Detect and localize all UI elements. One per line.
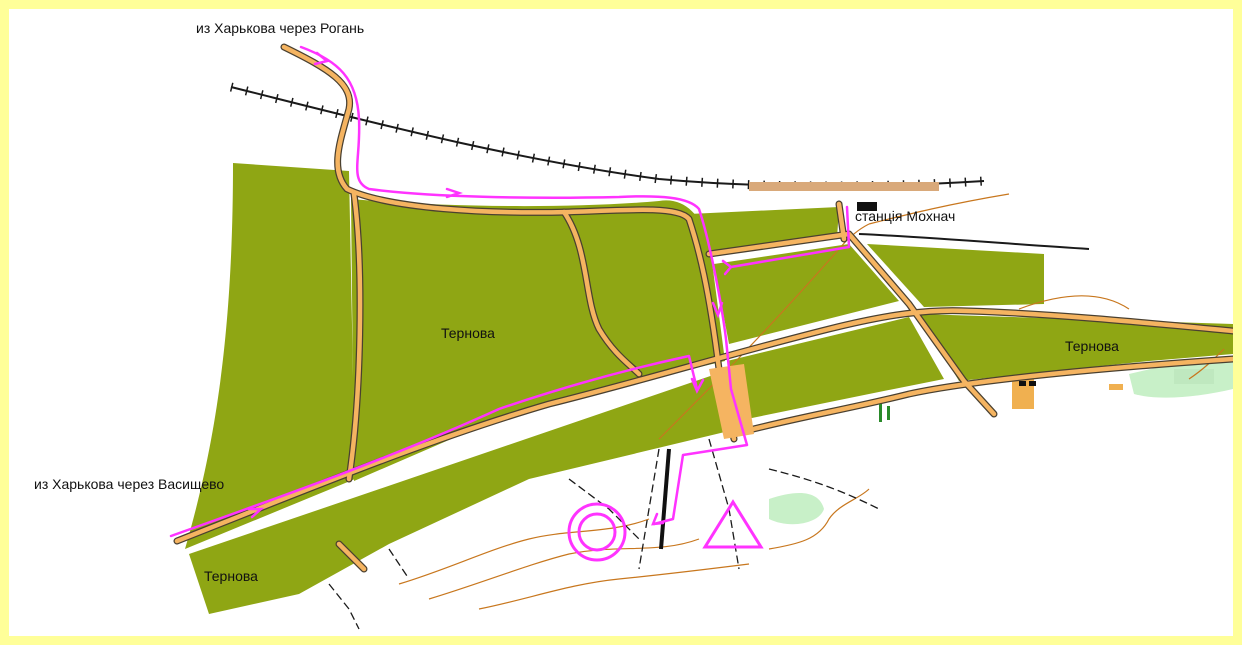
railway-spur <box>659 448 671 550</box>
orange-patch <box>1109 384 1123 390</box>
tracks <box>328 438 880 630</box>
station-building <box>857 202 877 211</box>
label-route-from-vasyshchevo: из Харькова через Васищево <box>34 476 224 492</box>
railway-east <box>858 233 1090 250</box>
forest-east <box>867 244 1044 307</box>
label-area-ternova-right: Тернова <box>1065 338 1119 354</box>
label-area-ternova-center: Тернова <box>441 325 495 341</box>
village-area <box>709 364 754 439</box>
route-from-vasyshchevo-line <box>169 354 699 538</box>
forest-ternova-center <box>351 199 725 481</box>
forest-west <box>185 163 355 549</box>
forest-northeast-2 <box>714 244 899 344</box>
finish-inner-circle-symbol <box>577 512 617 552</box>
map-labels: из Харькова через Рогань станція Мохнач … <box>34 20 1119 584</box>
route-station-return <box>729 205 851 269</box>
forest-northeast <box>689 207 839 257</box>
station-platform <box>749 182 939 191</box>
forest-ternova-right <box>919 314 1233 381</box>
orienteering-map: из Харькова через Рогань станція Мохнач … <box>9 9 1233 636</box>
yellow-field <box>1012 379 1034 409</box>
roads <box>173 43 1233 573</box>
label-station: станція Мохнач <box>855 208 955 224</box>
start-triangle-symbol <box>702 499 764 549</box>
route-lines <box>169 45 851 538</box>
forest-ternova-bottom <box>189 371 729 614</box>
label-area-ternova-bottom: Тернова <box>204 568 258 584</box>
route-arrows <box>247 51 733 526</box>
label-route-from-rogan: из Харькова через Рогань <box>196 20 364 36</box>
course-symbols <box>567 499 764 562</box>
railway <box>229 82 985 211</box>
forest-middle-east <box>727 317 944 419</box>
route-from-rogan-line <box>299 45 749 526</box>
point-features <box>879 381 1036 422</box>
meadow-south <box>769 493 824 525</box>
finish-outer-circle-symbol <box>567 502 627 562</box>
small-meadow <box>1174 369 1214 384</box>
forest-areas <box>185 163 1233 614</box>
open-land <box>769 357 1233 525</box>
